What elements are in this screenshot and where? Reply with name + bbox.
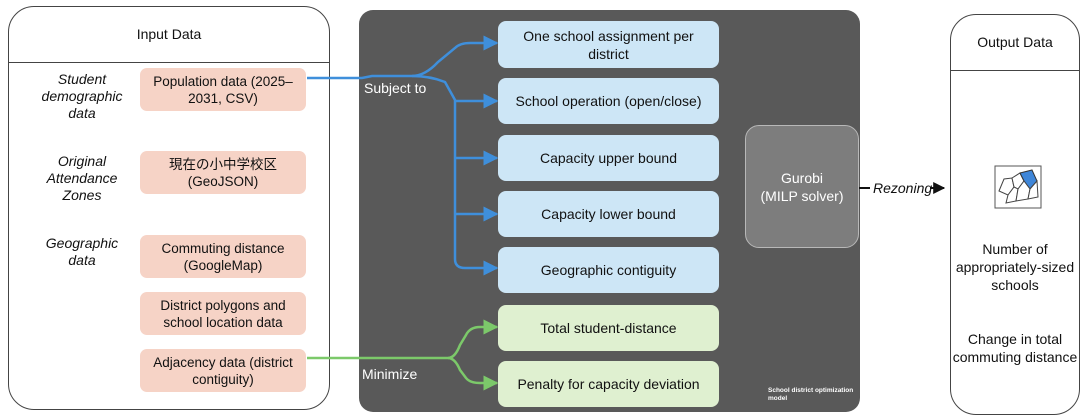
constraint-one-school-assignment: One school assignment per district	[498, 21, 719, 68]
output-panel-title: Output Data	[977, 34, 1053, 50]
output-panel-divider	[951, 70, 1079, 71]
input-adjacency-data: Adjacency data (district contiguity)	[140, 349, 306, 392]
input-commuting-distance: Commuting distance (GoogleMap)	[140, 235, 306, 278]
subject-to-label: Subject to	[364, 80, 427, 96]
input-population-data: Population data (2025–2031, CSV)	[140, 68, 306, 111]
objective-connectors	[307, 319, 499, 391]
minimize-label: Minimize	[362, 366, 418, 382]
objective-capacity-penalty: Penalty for capacity deviation	[498, 361, 719, 407]
district-map-icon	[994, 165, 1042, 209]
constraint-geographic-contiguity: Geographic contiguity	[498, 247, 719, 293]
constraint-connectors	[307, 35, 499, 276]
constraint-capacity-upper: Capacity upper bound	[498, 135, 719, 181]
constraint-school-operation: School operation (open/close)	[498, 78, 719, 124]
category-geographic: Geographic data	[45, 235, 119, 268]
constraint-capacity-lower: Capacity lower bound	[498, 191, 719, 237]
input-panel-divider	[9, 62, 329, 63]
output-panel	[950, 14, 1080, 415]
model-caption: School district optimization model	[768, 387, 854, 402]
input-attendance-zones-geojson: 現在の小中学校区 (GeoJSON)	[140, 151, 306, 194]
solver-name: Gurobi	[780, 169, 824, 186]
solver-box: Gurobi (MILP solver)	[745, 125, 859, 248]
input-panel-title: Input Data	[136, 26, 202, 42]
output-commuting-distance-change: Change in total commuting distance	[952, 331, 1078, 365]
category-attendance-zones: Original Attendance Zones	[46, 153, 118, 203]
output-appropriately-sized-schools: Number of appropriately-sized schools	[955, 241, 1075, 293]
objective-total-student-distance: Total student-distance	[498, 305, 719, 351]
input-district-polygons: District polygons and school location da…	[140, 292, 306, 335]
rezoning-label: Rezoning	[873, 180, 933, 196]
category-student-demographic: Student demographic data	[41, 71, 123, 121]
solver-detail: (MILP solver)	[760, 187, 844, 204]
